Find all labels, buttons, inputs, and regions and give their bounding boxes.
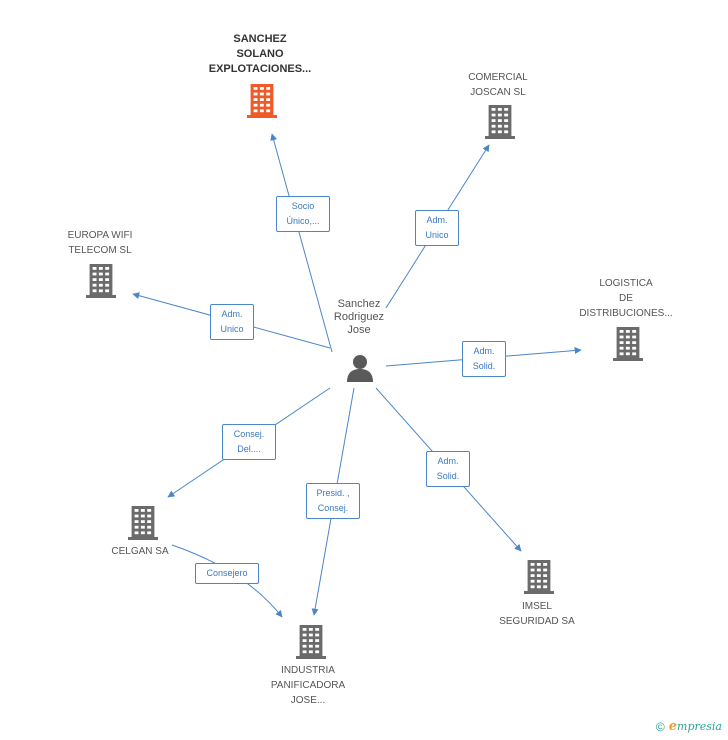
- building-icon-imsel[interactable]: [524, 560, 554, 594]
- center-person-label: Sanchez Rodriguez Jose: [333, 298, 385, 336]
- node-icons: [86, 84, 643, 659]
- building-icon-comercial-joscan[interactable]: [485, 105, 515, 139]
- edge-label-industria[interactable]: Presid. , Consej.: [306, 483, 360, 519]
- company-label-imsel[interactable]: IMSEL SEGURIDAD SA: [499, 601, 575, 627]
- company-label-europa-wifi[interactable]: EUROPA WIFI TELECOM SL: [67, 230, 133, 256]
- edge-label-celgan[interactable]: Consej. Del....: [222, 424, 276, 460]
- company-label-sanchez-solano[interactable]: SANCHEZ SOLANO EXPLOTACIONES...: [208, 33, 312, 75]
- company-label-industria[interactable]: INDUSTRIA PANIFICADORA JOSE...: [270, 665, 346, 706]
- edge-label-logistica[interactable]: Adm. Solid.: [462, 341, 506, 377]
- building-icon-celgan[interactable]: [128, 506, 158, 540]
- building-icon-logistica[interactable]: [613, 327, 643, 361]
- building-icon-europa-wifi[interactable]: [86, 264, 116, 298]
- company-label-celgan[interactable]: CELGAN SA: [111, 546, 169, 557]
- edge-label-imsel[interactable]: Adm. Solid.: [426, 451, 470, 487]
- footer-brand: © empresia: [656, 719, 722, 734]
- edge-label-celgan-industria[interactable]: Consejero: [195, 563, 259, 584]
- edge-label-sanchez-solano[interactable]: Socio Único,...: [276, 196, 330, 232]
- building-icon-sanchez-solano[interactable]: [247, 84, 277, 118]
- edge-label-europa[interactable]: Adm. Unico: [210, 304, 254, 340]
- brand-logo: empresia: [668, 719, 722, 734]
- person-icon[interactable]: [344, 352, 376, 384]
- edge-line-sanchez-solano: [270, 133, 333, 353]
- copyright-icon: ©: [655, 719, 665, 734]
- edge-label-comercial[interactable]: Adm. Unico: [415, 210, 459, 246]
- company-label-comercial-joscan[interactable]: COMERCIAL JOSCAN SL: [468, 72, 528, 98]
- building-icon-industria[interactable]: [296, 625, 326, 659]
- company-label-logistica[interactable]: LOGISTICA DE DISTRIBUCIONES...: [579, 278, 673, 319]
